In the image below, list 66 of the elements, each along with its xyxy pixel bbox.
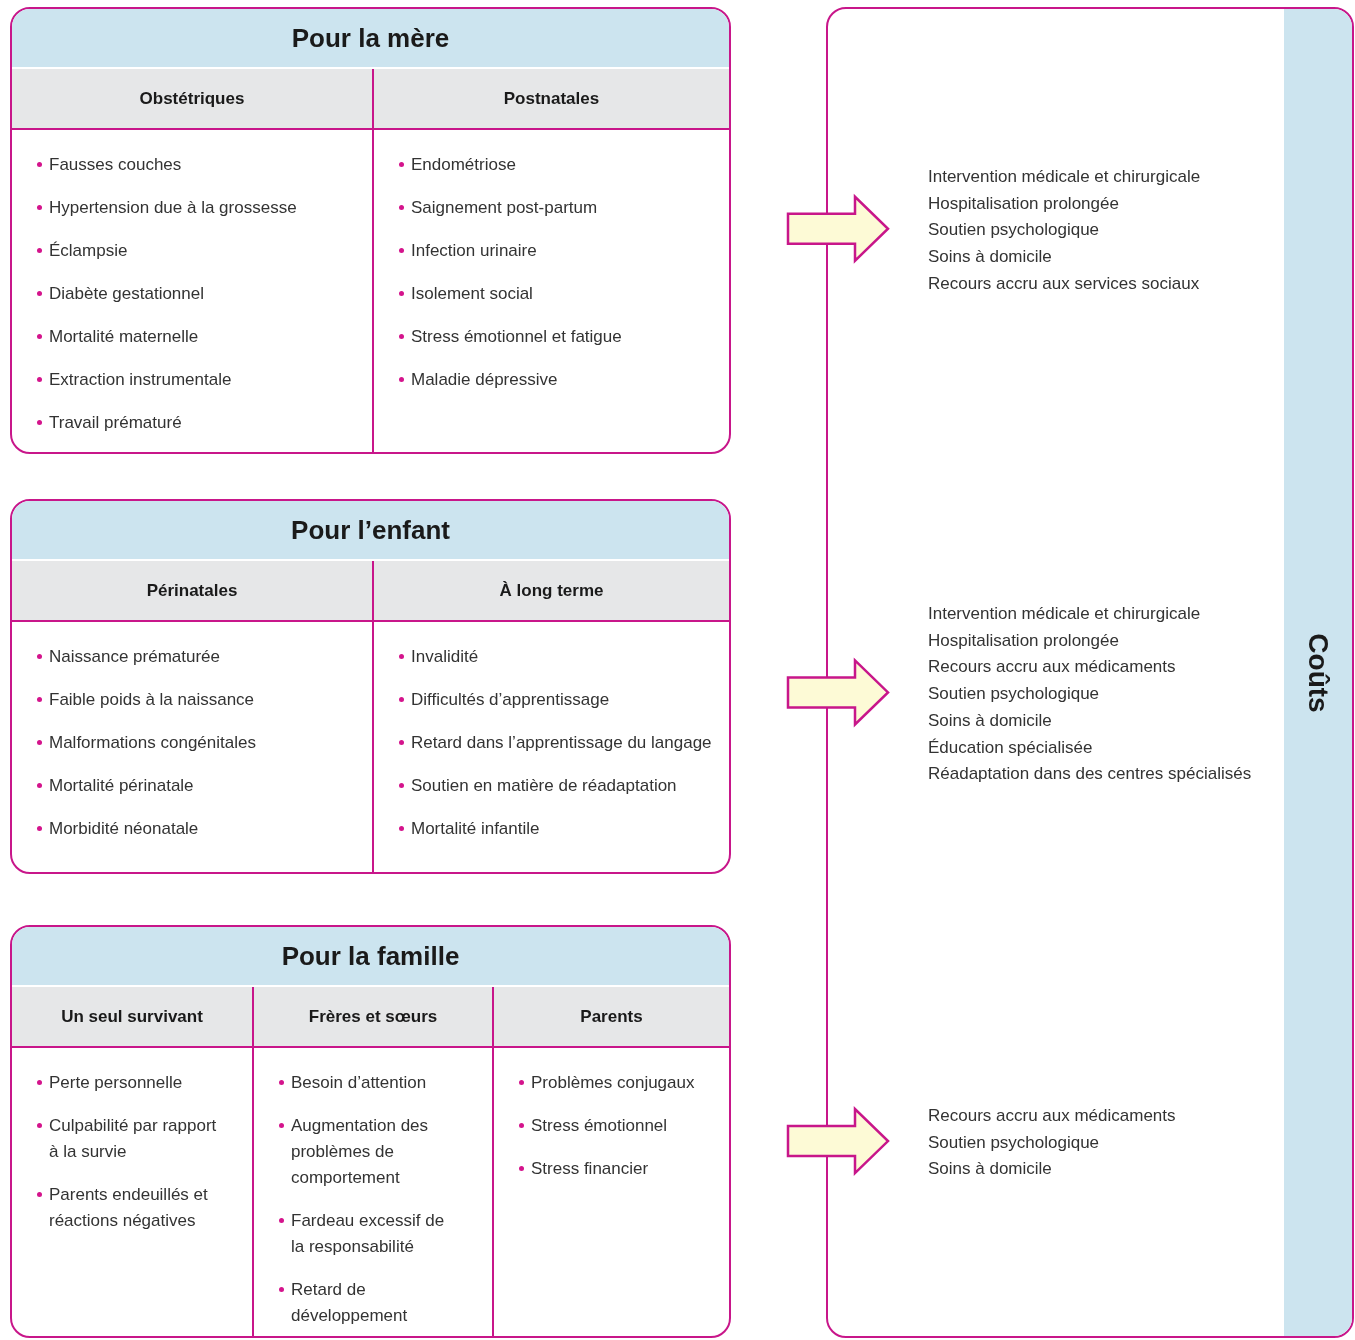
list-item: Extraction instrumentale [49, 369, 232, 391]
cost-item: Soins à domicile [928, 709, 1053, 732]
block-arrow [786, 193, 890, 264]
list-item: Mortalité périnatale [49, 775, 194, 797]
panel-title: Pour la famille [12, 927, 729, 987]
costs-panel [826, 7, 1354, 1338]
costs-title: Coûts [1302, 632, 1335, 713]
list-item: Difficultés d’apprentissage [411, 689, 610, 711]
list-item: Retard de développement [291, 1279, 409, 1327]
category-panel [10, 925, 731, 1338]
cost-item: Intervention médicale et chirurgicale [928, 603, 1202, 625]
list-item: Invalidité [411, 646, 479, 668]
column-header: Obstétriques [12, 69, 372, 130]
list-item: Travail prématuré [49, 412, 182, 434]
block-arrow [786, 1106, 890, 1176]
list-item: Mortalité maternelle [49, 326, 199, 348]
list-item: Retard dans l’apprentissage du langage [411, 732, 712, 754]
list-item: Saignement post-partum [411, 197, 598, 219]
cost-item: Soutien psychologique [928, 683, 1101, 706]
list-item: Stress financier [531, 1158, 649, 1180]
column-header: Parents [494, 987, 729, 1048]
cost-item: Éducation spécialisée [928, 736, 1094, 759]
cost-item: Recours accru aux services sociaux [928, 272, 1201, 295]
list-item: Perte personnelle [49, 1072, 183, 1094]
list-item: Infection urinaire [411, 240, 537, 262]
cost-item: Soutien psychologique [928, 219, 1101, 242]
block-arrow [786, 657, 890, 728]
list-item: Faible poids à la naissance [49, 689, 255, 711]
column-header: Postnatales [374, 69, 729, 130]
cost-item: Recours accru aux médicaments [928, 656, 1177, 679]
list-item: Stress émotionnel [531, 1115, 668, 1137]
list-item: Malformations congénitales [49, 732, 256, 754]
cost-item: Recours accru aux médicaments [928, 1105, 1176, 1127]
cost-item: Soutien psychologique [928, 1131, 1101, 1154]
list-item: Diabète gestationnel [49, 283, 204, 305]
list-item: Augmentation des problèmes de comportement [291, 1115, 430, 1189]
list-item: Maladie dépressive [411, 369, 558, 391]
column-header: Un seul survivant [12, 987, 252, 1048]
list-item: Soutien en matière de réadaptation [411, 775, 677, 797]
cost-item: Intervention médicale et chirurgicale [928, 166, 1201, 188]
list-item: Éclampsie [49, 240, 128, 262]
list-item: Naissance prématurée [49, 646, 221, 668]
column-header: Périnatales [12, 561, 372, 622]
cost-item: Réadaptation dans des centres spécialisés [928, 763, 1252, 786]
category-panel [10, 7, 731, 454]
list-item: Mortalité infantile [411, 818, 540, 840]
list-item: Problèmes conjugaux [531, 1072, 695, 1094]
column-header: Frères et sœurs [254, 987, 492, 1048]
cost-item: Hospitalisation prolongée [928, 629, 1120, 652]
list-item: Stress émotionnel et fatigue [411, 326, 622, 348]
list-item: Culpabilité par rapport à la survie [49, 1115, 218, 1163]
list-item: Parents endeuillés et réactions négatives [49, 1184, 209, 1232]
column-header: À long terme [374, 561, 729, 622]
list-item: Fardeau excessif de la responsabilité [291, 1210, 446, 1258]
list-item: Hypertension due à la grossesse [49, 197, 297, 219]
list-item: Morbidité néonatale [49, 818, 199, 840]
list-item: Endométriose [411, 154, 516, 176]
cost-item: Hospitalisation prolongée [928, 192, 1120, 215]
list-item: Fausses couches [49, 154, 182, 176]
panel-title: Pour l’enfant [12, 501, 729, 561]
panel-title: Pour la mère [12, 9, 729, 69]
list-item: Isolement social [411, 283, 533, 305]
list-item: Besoin d’attention [291, 1072, 427, 1094]
cost-item: Soins à domicile [928, 246, 1053, 269]
category-panel [10, 499, 731, 874]
cost-item: Soins à domicile [928, 1158, 1053, 1181]
